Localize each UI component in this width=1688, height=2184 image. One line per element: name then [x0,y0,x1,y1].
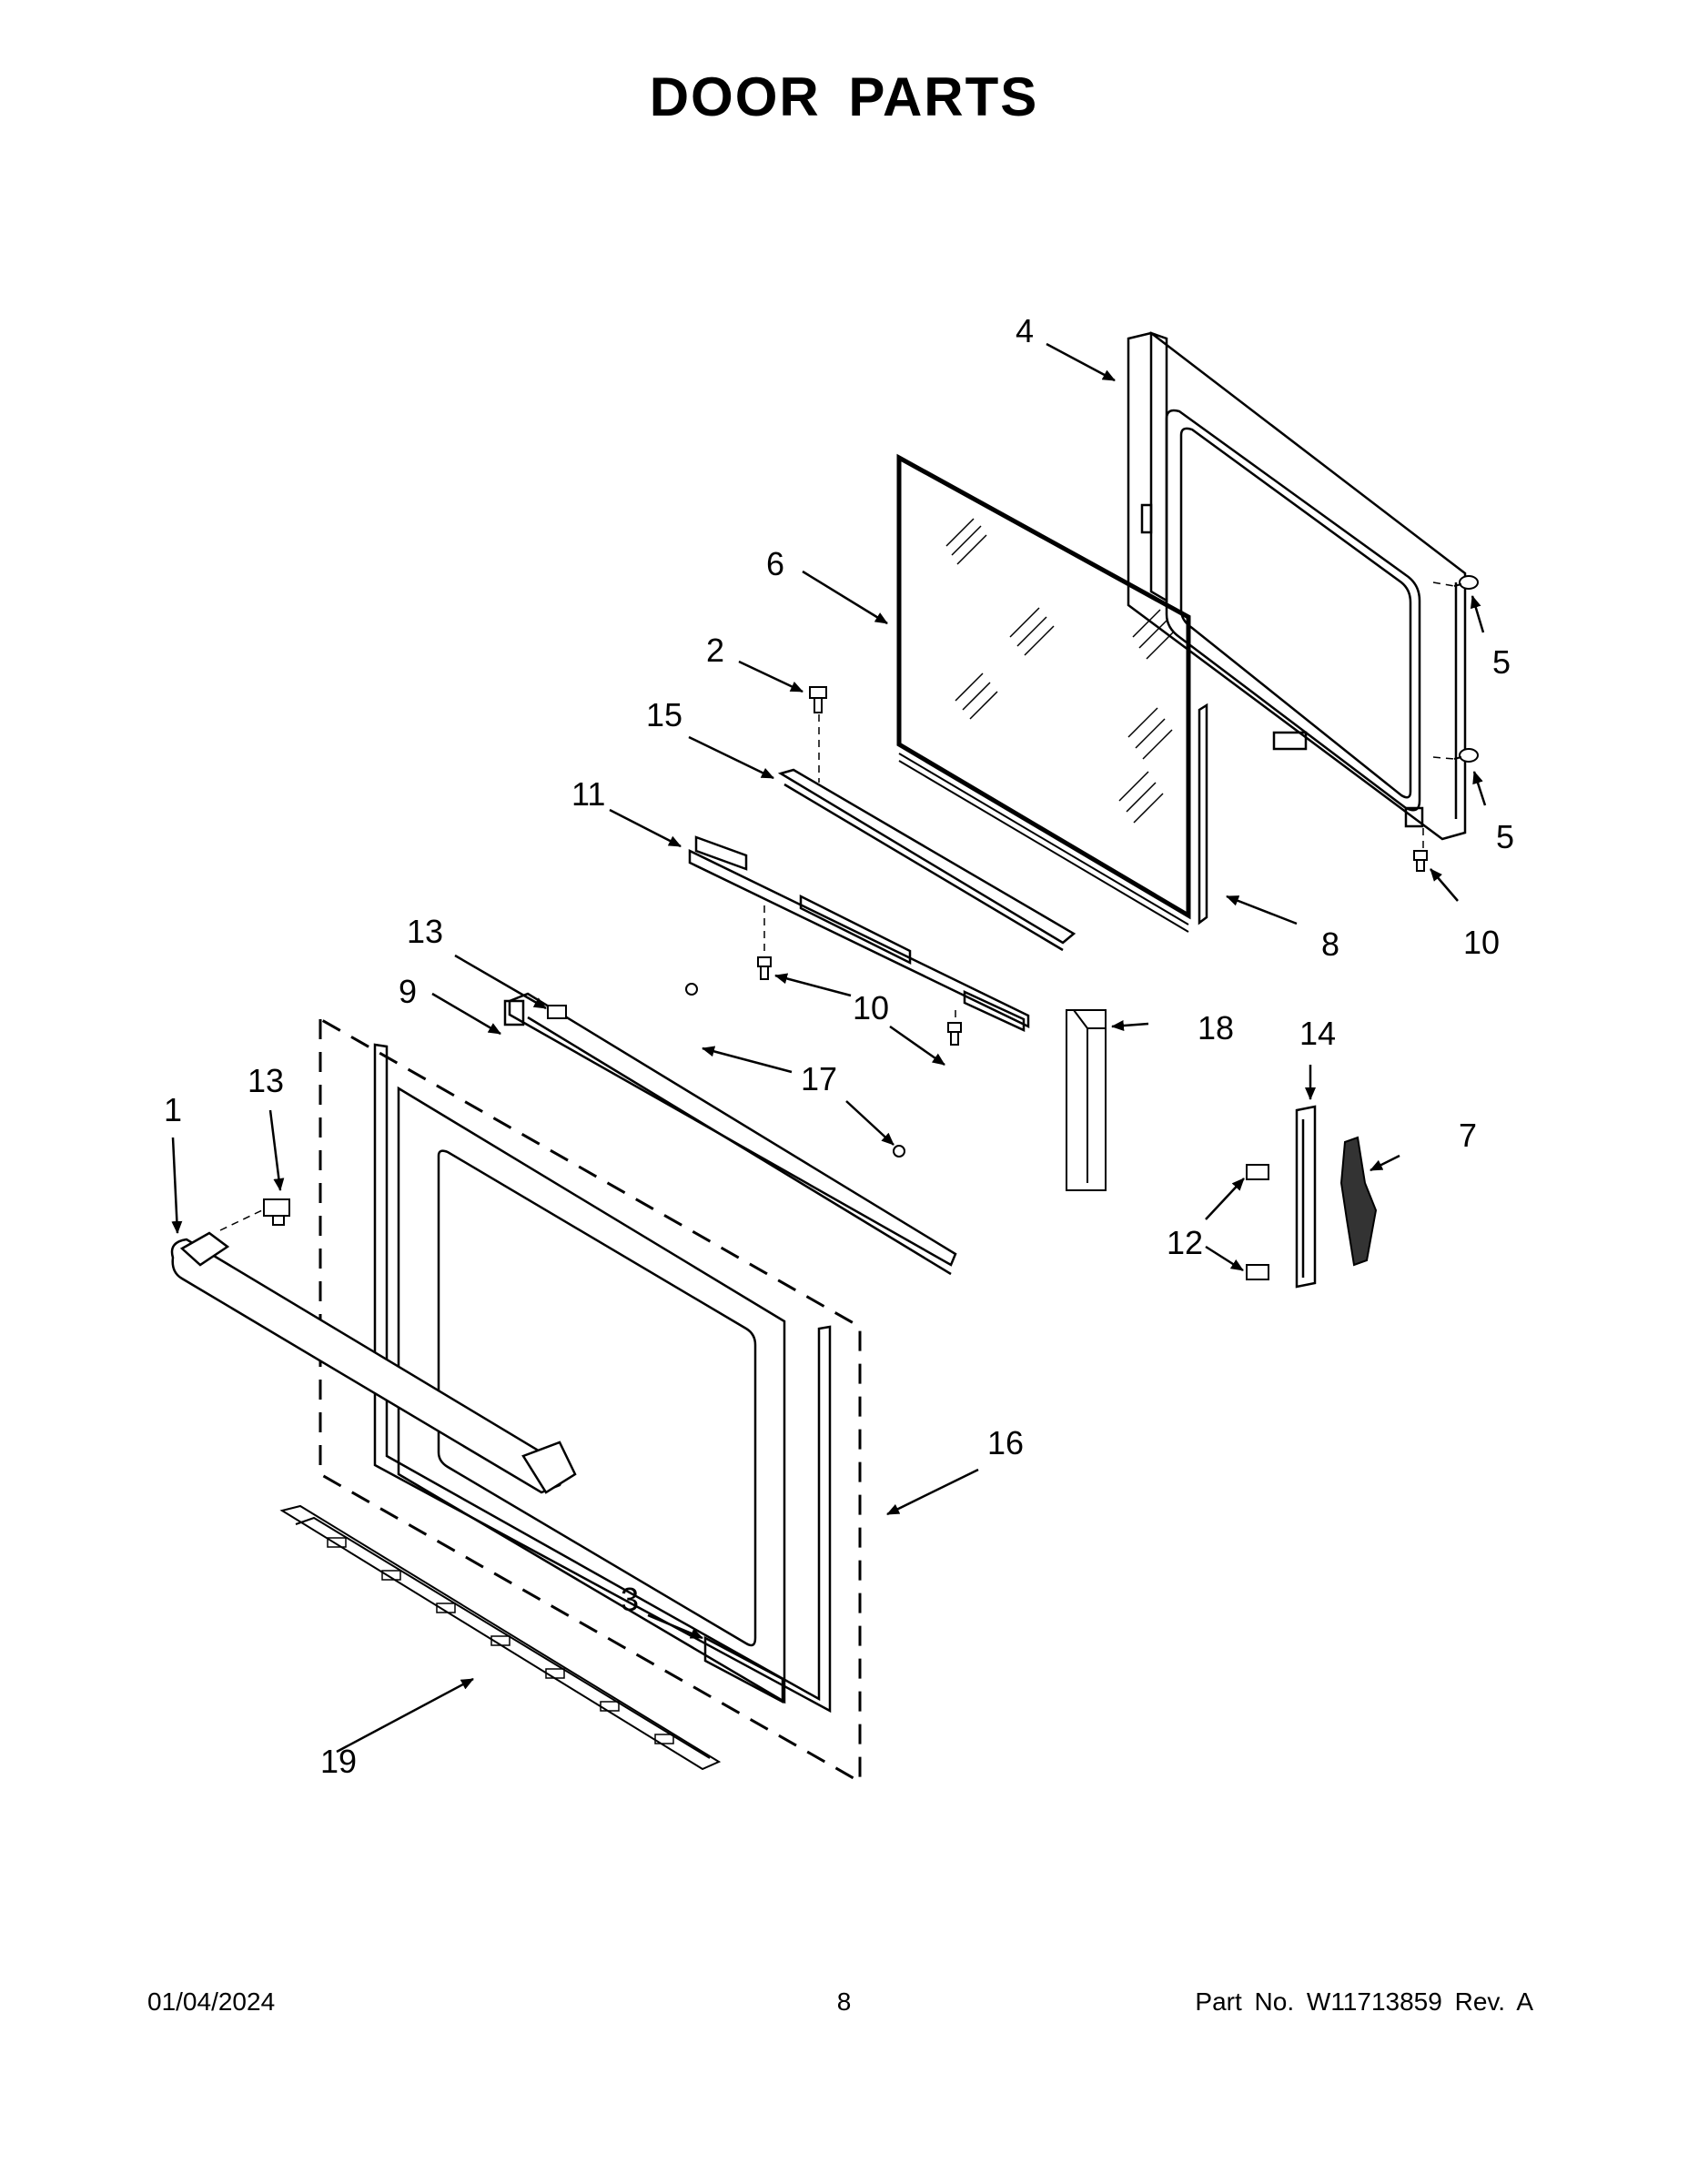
callout-18: 18 [1198,1009,1234,1046]
door-handle [170,1231,577,1494]
callout-5b: 5 [1496,818,1514,855]
callout-5a: 5 [1492,643,1511,681]
callout-13a: 13 [407,913,443,950]
screw-5a [1453,575,1479,590]
callout-labels: 4 6 2 15 11 5 5 8 10 13 9 10 17 18 14 7 … [164,312,1514,1780]
screw-10a [1413,850,1428,872]
screw-12a [1246,1164,1269,1180]
callout-13b: 13 [248,1062,284,1099]
callout-8: 8 [1321,925,1339,963]
callout-9: 9 [399,973,417,1010]
screw-12b [1246,1264,1269,1280]
callout-2: 2 [706,632,724,669]
leader-arrows [171,342,1487,1754]
insulation-block [1066,1009,1107,1191]
page-title: DOOR PARTS [649,66,1039,127]
callout-15: 15 [646,696,682,733]
screw-5b [1453,748,1479,763]
hinge-channel [503,992,957,1276]
screw-2 [809,686,827,713]
screw-10c [947,1022,962,1046]
callout-12: 12 [1167,1224,1203,1261]
glass-retainer [777,768,1076,952]
footer-part-number: Part No. W11713859 Rev. A [1195,1987,1533,2016]
callout-7: 7 [1459,1117,1477,1154]
vent-strip [279,1504,722,1771]
door-hinge [1339,1136,1378,1267]
screws [263,575,1479,1280]
callout-10a: 10 [1463,924,1500,961]
screw-10b [757,956,772,980]
footer-page-number: 8 [836,1987,852,2016]
callout-1: 1 [164,1091,182,1128]
hinge-receiver [1295,1105,1317,1289]
callout-14: 14 [1299,1015,1336,1052]
spacer-17a [685,983,698,996]
inner-door-frame [1127,331,1467,841]
callout-11: 11 [571,775,605,813]
glass-panel [896,453,1191,933]
callout-3: 3 [621,1581,639,1618]
spacer-17b [893,1145,905,1158]
screw-13b [263,1198,290,1226]
callout-16: 16 [987,1424,1024,1461]
door-bracket [688,835,1030,1032]
callout-19: 19 [320,1743,357,1780]
callout-10b: 10 [853,989,889,1026]
door-gasket [1198,703,1208,925]
callout-17: 17 [801,1060,837,1097]
callout-6: 6 [766,545,784,582]
callout-4: 4 [1016,312,1034,349]
screw-13a [547,1005,567,1019]
footer-date: 01/04/2024 [147,1987,276,2016]
